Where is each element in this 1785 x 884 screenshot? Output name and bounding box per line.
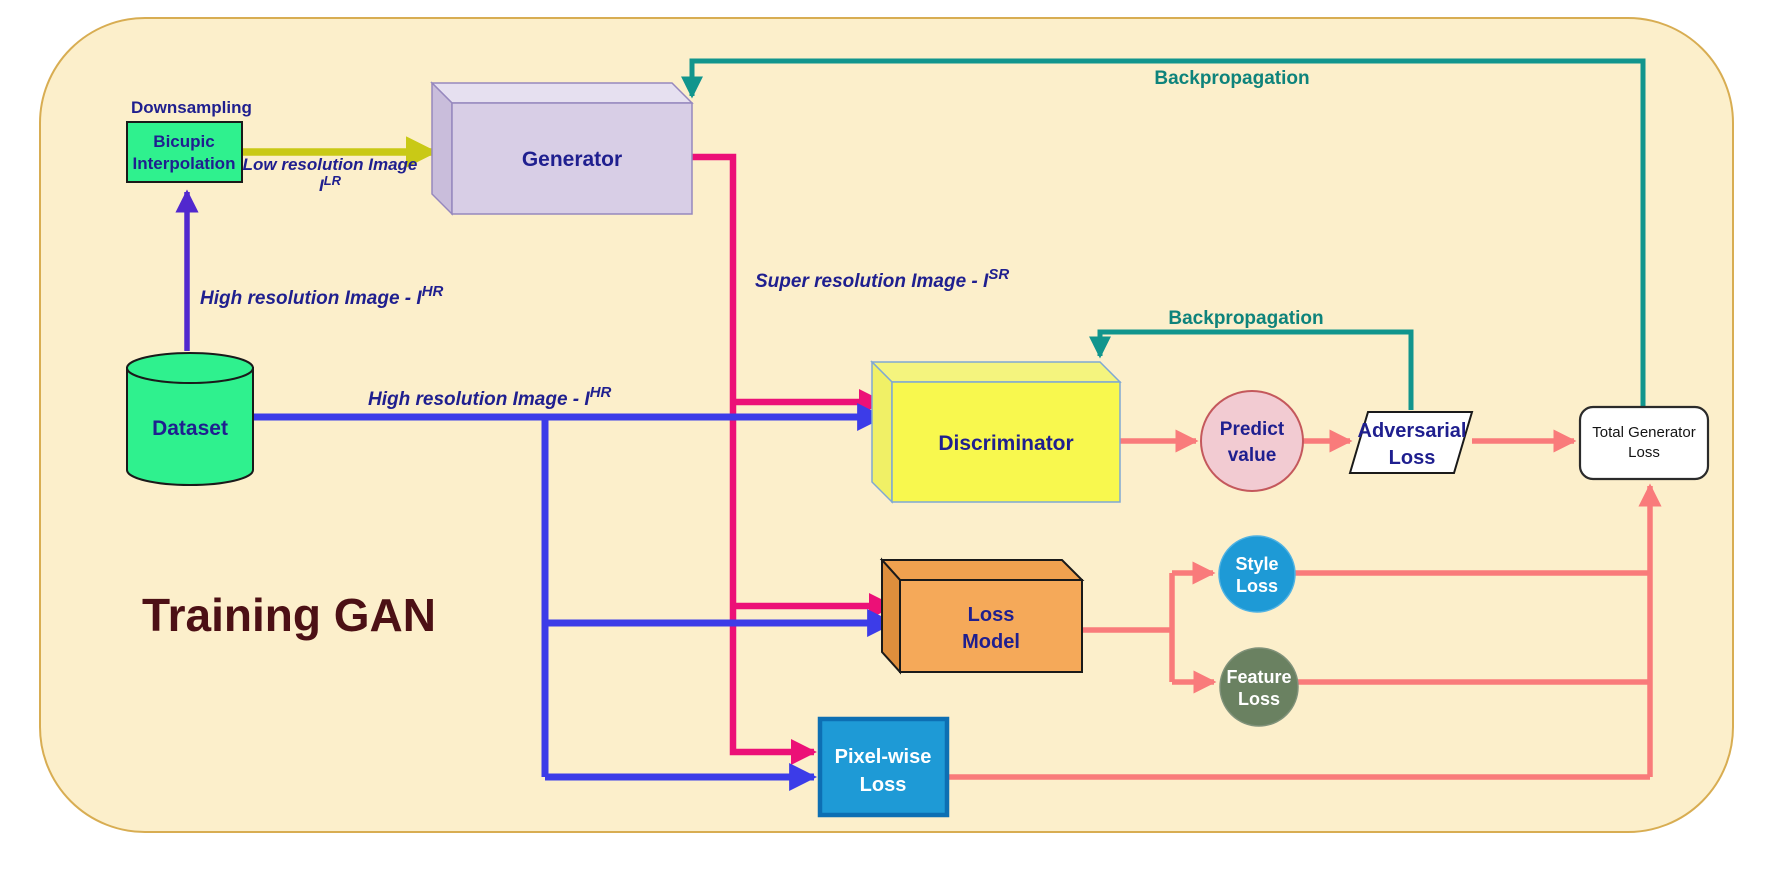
feature-loss-node: Feature Loss (1219, 647, 1299, 727)
high-res-horizontal-label: High resolution Image - IHR (368, 384, 612, 410)
loss-model-top-face (879, 559, 1085, 581)
diagram-title: Training GAN (142, 589, 436, 641)
generator-label: Generator (522, 148, 622, 171)
style-loss-label-line1: Style (1235, 554, 1278, 574)
dataset-cylinder-body (126, 367, 254, 486)
pixel-wise-loss-node: Pixel-wise Loss (817, 716, 950, 818)
style-loss-node: Style Loss (1218, 535, 1296, 613)
pixel-wise-loss-label-line2: Loss (860, 774, 907, 796)
loss-model-box (899, 579, 1083, 673)
discriminator-node: Discriminator (870, 360, 1122, 504)
bicupic-label-line2: Interpolation (133, 154, 236, 173)
backprop-discriminator-label: Backpropagation (1168, 308, 1323, 329)
generator-side-face (431, 81, 453, 216)
generator-node: Generator (430, 81, 694, 216)
pixel-wise-loss-label-line1: Pixel-wise (835, 746, 932, 768)
edge-backprop-to-discriminator (1088, 329, 1414, 410)
low-res-label-line2: ILR (319, 173, 342, 195)
bicupic-node: Bicupic Interpolation (126, 121, 243, 183)
loss-model-label-line2: Model (962, 631, 1020, 653)
downsampling-label: Downsampling (131, 98, 252, 117)
edges-magenta (692, 153, 895, 765)
predict-value-node: Predict value (1200, 390, 1304, 492)
super-res-label: Super resolution Image - ISR (755, 266, 1009, 292)
edge-labels: Low resolution Image ILR High resolution… (200, 68, 1324, 410)
feature-loss-label-line2: Loss (1238, 689, 1280, 709)
edges-salmon (947, 429, 1662, 780)
adversarial-loss-label-line2: Loss (1389, 447, 1436, 469)
total-generator-loss-label-line1: Total Generator (1592, 424, 1695, 441)
high-res-vertical-label: High resolution Image - IHR (200, 283, 444, 309)
discriminator-box (891, 381, 1121, 503)
discriminator-label: Discriminator (938, 432, 1073, 455)
adversarial-loss-node: Adversarial Loss (1348, 411, 1474, 474)
feature-loss-circle (1219, 647, 1299, 727)
generator-box (451, 102, 693, 215)
adversarial-loss-label-line1: Adversarial (1358, 420, 1467, 442)
feature-loss-label-line1: Feature (1226, 667, 1291, 687)
dataset-label: Dataset (152, 417, 228, 440)
pixel-wise-loss-box (817, 716, 950, 818)
total-generator-loss-box (1578, 405, 1710, 481)
loss-model-label-line1: Loss (968, 604, 1015, 626)
predict-value-label-line2: value (1228, 445, 1277, 466)
low-res-label-line1: Low resolution Image (243, 155, 418, 174)
dataset-node: Dataset (126, 352, 254, 486)
edge-backprop-to-generator (680, 58, 1646, 407)
edges-teal (680, 58, 1646, 410)
bicupic-box (126, 121, 243, 183)
total-generator-loss-node: Total Generator Loss (1578, 405, 1710, 481)
loss-model-side-face (881, 557, 901, 675)
style-loss-label-line2: Loss (1236, 576, 1278, 596)
total-generator-loss-label-line2: Loss (1628, 444, 1660, 461)
dataset-cylinder-top (126, 352, 254, 384)
adversarial-loss-shape (1348, 411, 1474, 474)
discriminator-top-face (870, 361, 1122, 383)
edges-blue (252, 403, 896, 791)
loss-model-node: Loss Model (879, 557, 1085, 675)
generator-top-face (430, 82, 694, 104)
edge-generator-to-pixelwise (692, 153, 817, 765)
predict-value-circle (1200, 390, 1304, 492)
backprop-generator-label: Backpropagation (1154, 68, 1309, 89)
discriminator-side-face (871, 360, 893, 504)
bicupic-label-line1: Bicupic (153, 132, 214, 151)
predict-value-label-line1: Predict (1220, 419, 1285, 440)
style-loss-circle (1218, 535, 1296, 613)
